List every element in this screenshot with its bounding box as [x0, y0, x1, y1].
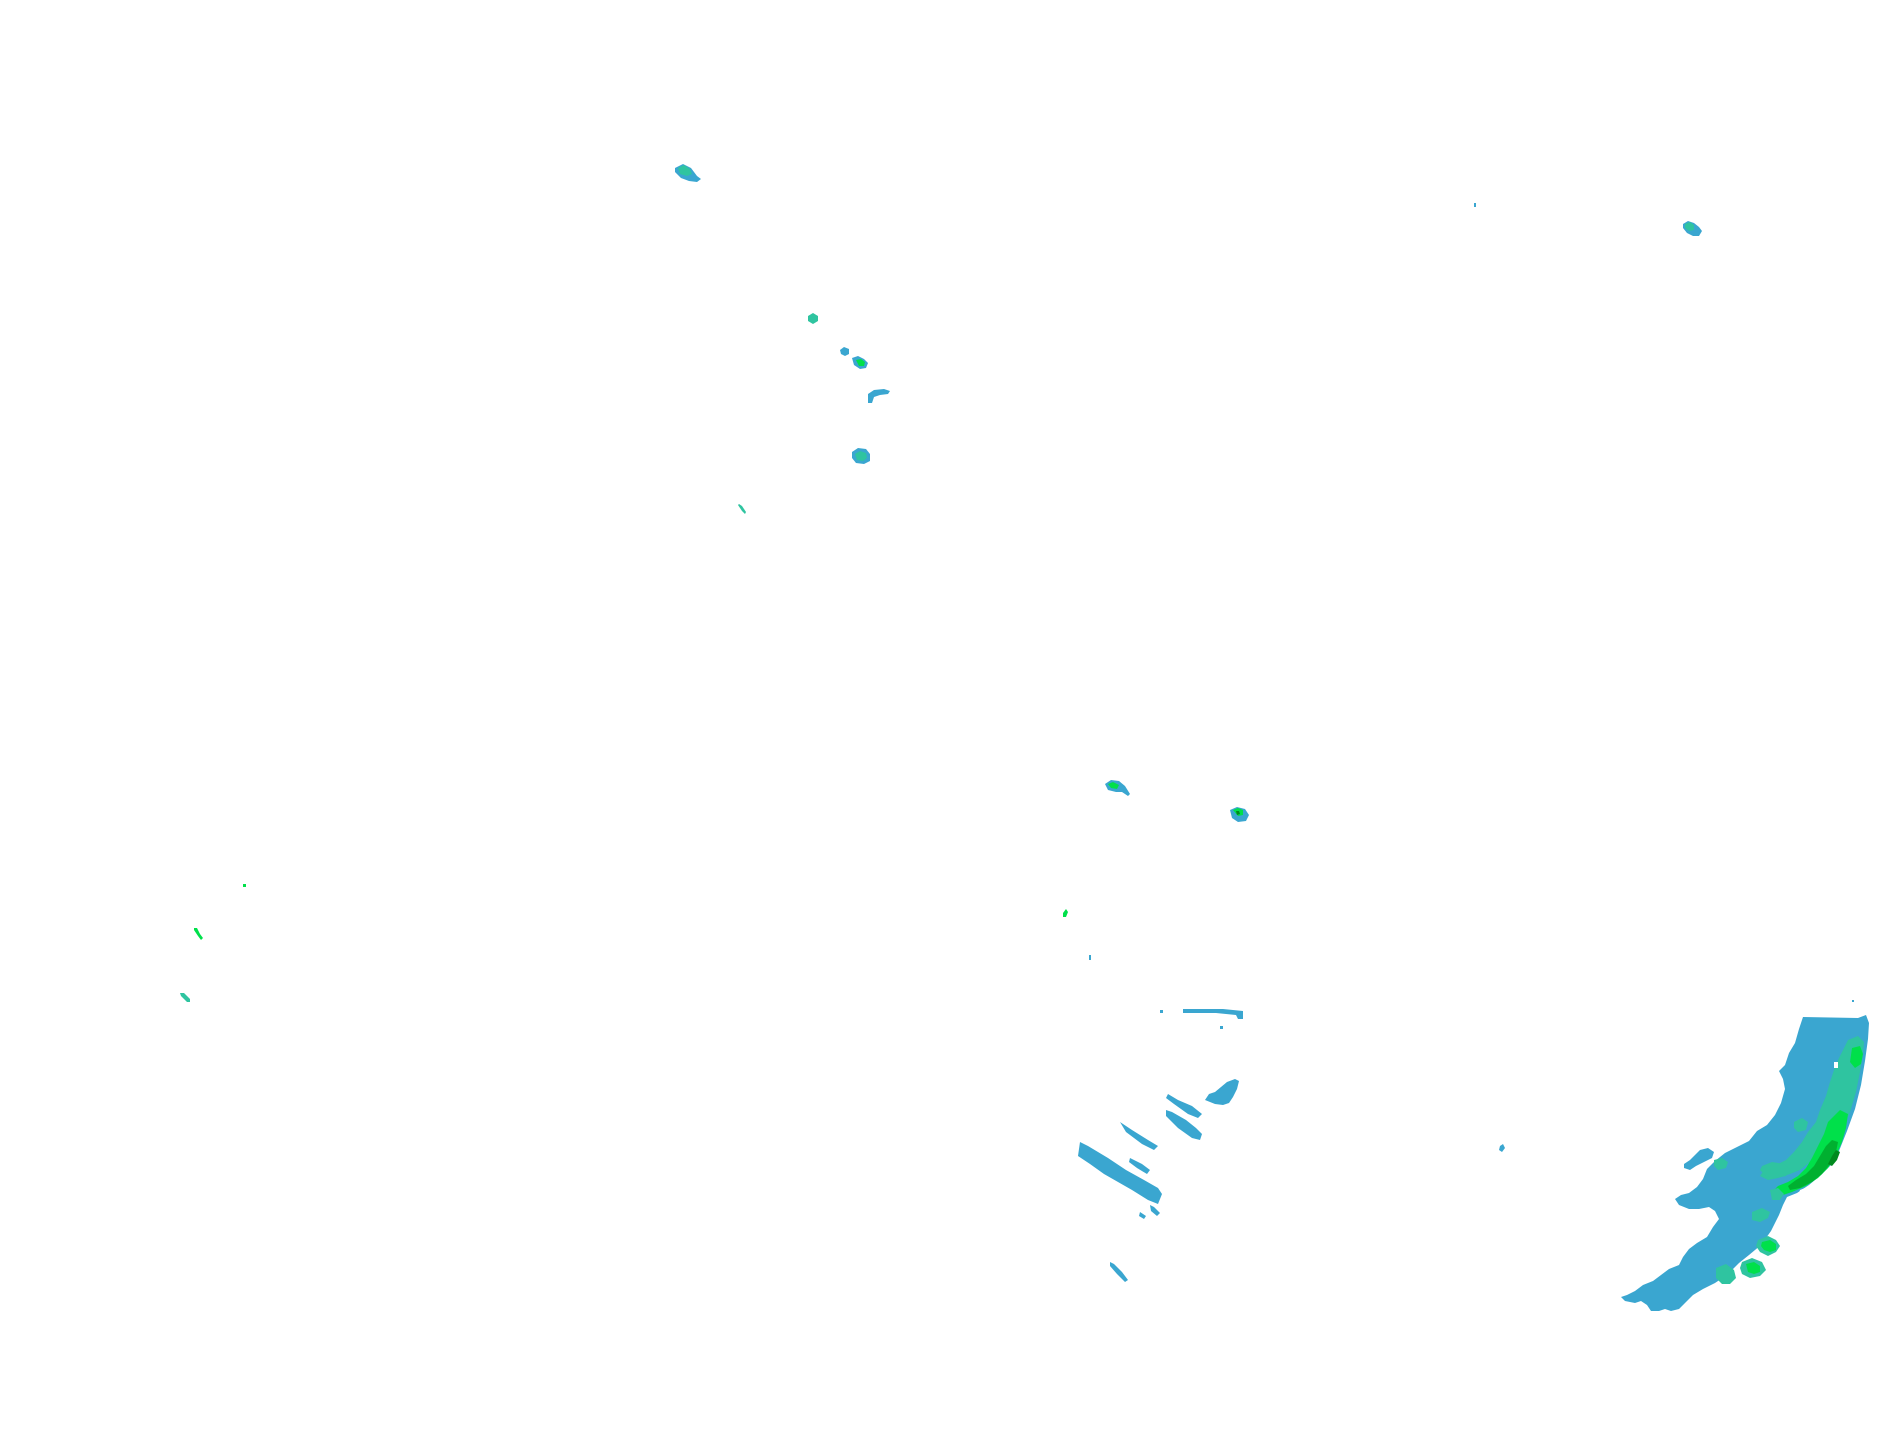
radar-echo: [856, 359, 865, 366]
radar-echo: [1836, 1034, 1842, 1042]
radar-echo: [1761, 1240, 1776, 1252]
radar-echo: [180, 993, 190, 1002]
radar-echo: [1205, 1079, 1239, 1105]
radar-echo: [840, 347, 849, 356]
radar-echo: [1474, 203, 1476, 207]
radar-echo: [1236, 811, 1240, 815]
radar-echo: [1852, 1000, 1854, 1002]
echo-group-central-streaks: [1078, 1009, 1505, 1282]
radar-echo: [1108, 782, 1119, 789]
radar-echo: [1089, 955, 1091, 960]
echo-group-western-cells: [180, 884, 246, 1002]
radar-echo: [1760, 1162, 1790, 1178]
radar-echo: [678, 165, 692, 176]
radar-echo: [1850, 1046, 1863, 1068]
radar-echo: [1685, 222, 1694, 231]
radar-echo: [1129, 1158, 1150, 1174]
radar-echo: [1772, 1110, 1848, 1196]
echo-group-southeast-band: [1621, 1000, 1869, 1311]
echo-gap: [1798, 1186, 1818, 1198]
radar-echo: [1752, 1208, 1770, 1222]
echo-gap: [1720, 1296, 1726, 1300]
radar-echo: [1760, 1036, 1864, 1180]
radar-echo: [738, 504, 746, 514]
radar-echo: [1621, 1015, 1869, 1311]
radar-echo: [868, 389, 890, 403]
radar-echo: [1166, 1110, 1202, 1140]
radar-echo: [1684, 1148, 1714, 1170]
radar-echo: [1160, 1010, 1163, 1013]
radar-echo: [1120, 1122, 1158, 1150]
radar-echo: [1714, 1158, 1728, 1170]
echo-gap: [1834, 1062, 1838, 1068]
echo-gaps: [1700, 1062, 1838, 1310]
radar-echo: [1788, 1140, 1838, 1190]
radar-echo: [1828, 1150, 1840, 1166]
radar-echo: [243, 884, 246, 887]
radar-echo: [1746, 1262, 1760, 1274]
radar-echo: [1183, 1009, 1243, 1019]
radar-echo: [1078, 1142, 1162, 1204]
radar-echo: [1063, 909, 1068, 917]
radar-echo: [1166, 1094, 1202, 1118]
echo-group-northeast-cell: [1474, 203, 1702, 236]
radar-echo: [1499, 1144, 1505, 1152]
radar-echo: [1110, 1262, 1128, 1282]
echo-group-central-cells: [1063, 780, 1249, 960]
radar-echo: [1220, 1026, 1223, 1029]
radar-echo: [855, 451, 867, 461]
echo-group-northwest-cells: [675, 164, 890, 514]
radar-echo: [1770, 1188, 1784, 1200]
radar-echo: [1794, 1118, 1808, 1132]
radar-echo: [808, 313, 818, 324]
radar-echo: [1150, 1205, 1160, 1216]
radar-echo: [1716, 1264, 1736, 1284]
radar-echo: [1139, 1212, 1146, 1219]
radar-echo: [194, 928, 203, 940]
echo-gap: [1700, 1305, 1706, 1310]
